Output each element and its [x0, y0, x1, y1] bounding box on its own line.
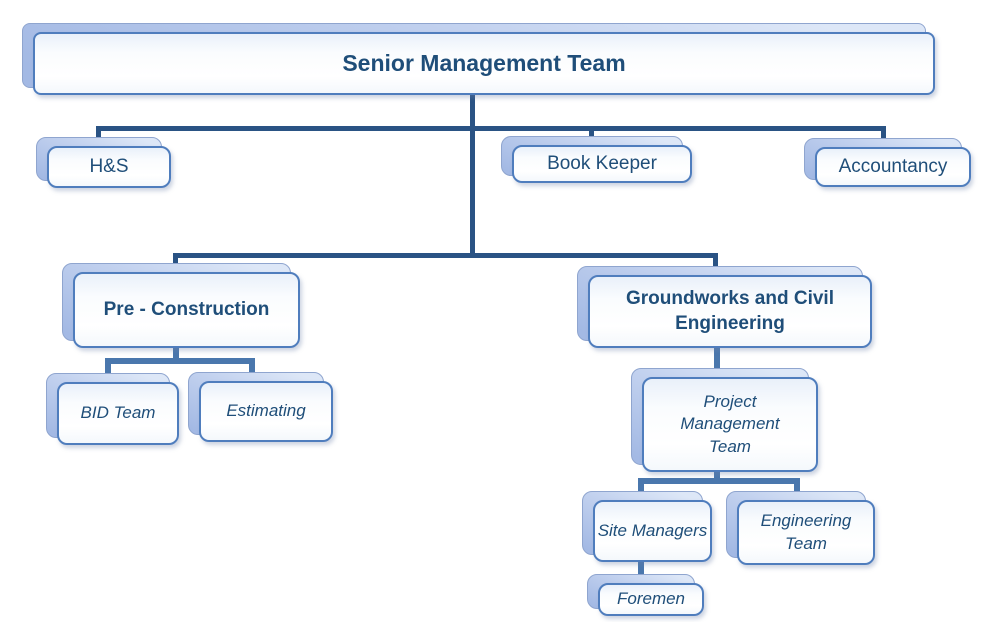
connector-drop-pre-construction — [173, 253, 178, 266]
connector-drop-engineering-team — [794, 478, 800, 493]
org-node-bid-team: BID Team — [46, 373, 179, 445]
node-label-project-management-team: Project Management Team — [680, 392, 780, 456]
connector-tier2-horizontal — [173, 253, 718, 258]
org-node-hs: H&S — [36, 137, 171, 188]
node-label-senior-management-team: Senior Management Team — [342, 49, 626, 76]
connector-drop-bid-team — [105, 358, 111, 375]
org-node-senior-management-team: Senior Management Team — [22, 23, 935, 95]
org-node-book-keeper: Book Keeper — [501, 136, 692, 183]
node-label-estimating: Estimating — [226, 401, 306, 421]
connector-smt-trunk — [470, 95, 475, 258]
connector-tier1-horizontal — [96, 126, 886, 131]
connector-drop-site-managers — [638, 478, 644, 493]
node-label-site-managers: Site Managers — [597, 520, 708, 540]
org-node-accountancy: Accountancy — [804, 138, 971, 187]
org-node-site-managers: Site Managers — [582, 491, 712, 562]
connector-drop-groundworks — [713, 253, 718, 266]
connector-pre-construction-stub — [173, 348, 179, 362]
org-node-groundworks: Groundworks and Civil Engineering — [577, 266, 872, 348]
org-node-project-management-team: Project Management Team — [631, 368, 818, 472]
org-node-foremen: Foremen — [587, 574, 704, 616]
node-label-bid-team: BID Team — [80, 403, 156, 423]
org-node-pre-construction: Pre - Construction — [62, 263, 300, 348]
node-label-foremen: Foremen — [616, 589, 686, 609]
node-label-hs: H&S — [89, 155, 129, 177]
org-node-estimating: Estimating — [188, 372, 333, 442]
connector-groundworks-to-pmt — [714, 348, 720, 370]
connector-pmt-horizontal — [638, 478, 800, 484]
node-label-groundworks: Groundworks and Civil Engineering — [626, 287, 834, 334]
connector-drop-hs — [96, 126, 101, 142]
connector-drop-accountancy — [881, 126, 886, 142]
node-label-accountancy: Accountancy — [838, 155, 948, 177]
node-label-pre-construction: Pre - Construction — [103, 298, 270, 320]
connector-pre-construction-horizontal — [105, 358, 255, 364]
connector-drop-estimating — [249, 358, 255, 374]
connector-site-managers-to-foremen — [638, 562, 644, 576]
connector-drop-book-keeper — [589, 126, 594, 141]
node-label-book-keeper: Book Keeper — [547, 152, 657, 174]
node-label-engineering-team: Engineering Team — [760, 511, 852, 553]
org-node-engineering-team: Engineering Team — [726, 491, 875, 565]
